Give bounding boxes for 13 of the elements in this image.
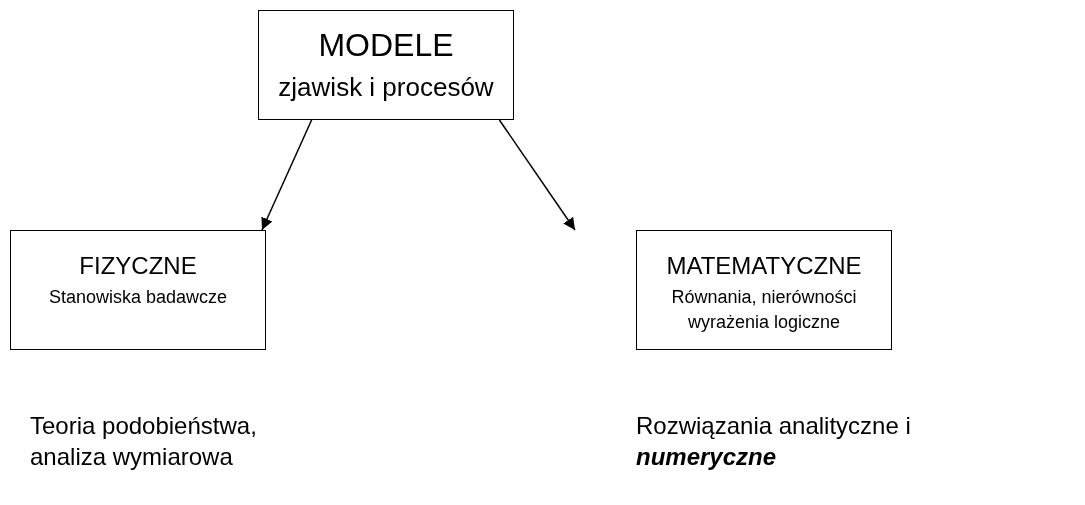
category-box: [636, 230, 892, 350]
arrow: [498, 119, 576, 231]
arrow: [261, 119, 313, 231]
box-description: Równania, nierówności wyrażenia logiczne: [670, 286, 858, 335]
category-box: [258, 10, 514, 120]
box-heading: MODELE: [318, 25, 454, 65]
note-text: Teoria podobieństwa, analiza wymiarowa: [30, 411, 258, 473]
category-box: [10, 230, 266, 350]
box-heading: FIZYCZNE: [79, 251, 197, 281]
box-heading: MATEMATYCZNE: [666, 251, 862, 281]
box-description: Stanowiska badawcze: [48, 286, 228, 309]
box-description: zjawisk i procesów: [278, 70, 494, 104]
note-text: Rozwiązania analityczne i numeryczne: [636, 411, 912, 473]
